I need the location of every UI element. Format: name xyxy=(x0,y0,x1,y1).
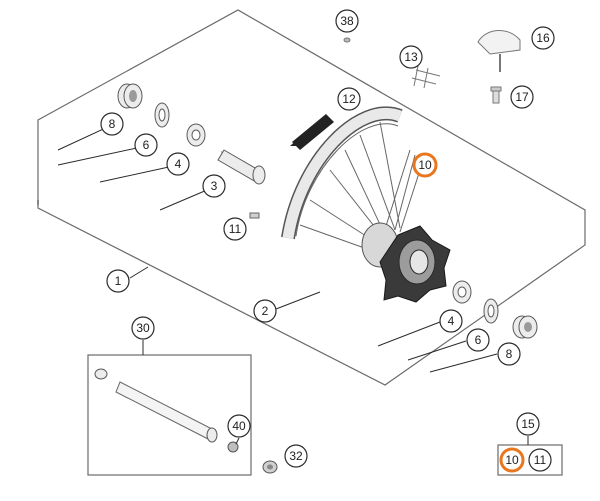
axle-kit-box xyxy=(87,354,252,476)
callout-1: 1 xyxy=(106,269,130,293)
bearing-left-top xyxy=(117,83,143,109)
callout-2: 2 xyxy=(253,299,277,323)
svg-text:8: 8 xyxy=(506,347,513,361)
svg-text:17: 17 xyxy=(515,90,529,104)
callout-12: 12 xyxy=(337,87,361,111)
mesh-part xyxy=(411,65,441,89)
callout-40: 40 xyxy=(227,414,251,438)
svg-text:11: 11 xyxy=(229,222,242,236)
svg-text:6: 6 xyxy=(143,138,150,152)
callout-13: 13 xyxy=(399,45,423,69)
bolt-part xyxy=(490,86,502,104)
screw-part xyxy=(249,212,260,219)
svg-text:8: 8 xyxy=(109,117,116,131)
spacer-sleeve xyxy=(217,149,266,185)
callout-30: 30 xyxy=(131,316,155,340)
screw-kit-box xyxy=(497,444,563,476)
svg-text:32: 32 xyxy=(289,449,303,463)
svg-text:13: 13 xyxy=(404,50,418,64)
cap-part xyxy=(343,37,351,43)
svg-text:4: 4 xyxy=(175,157,182,171)
svg-text:15: 15 xyxy=(521,417,535,431)
callout-11-kit: 11 xyxy=(528,448,552,472)
svg-text:11: 11 xyxy=(534,453,547,467)
bearing-left xyxy=(186,123,206,147)
callout-17: 17 xyxy=(510,85,534,109)
svg-text:16: 16 xyxy=(536,31,550,45)
assembly-frame xyxy=(37,9,586,386)
svg-text:40: 40 xyxy=(232,419,246,433)
wheel-hub xyxy=(361,222,451,303)
callout-6-right: 6 xyxy=(466,328,490,352)
svg-text:10: 10 xyxy=(505,453,519,467)
bearing-right xyxy=(452,280,472,304)
callout-8-left: 8 xyxy=(100,112,124,136)
callout-11: 11 xyxy=(223,217,247,241)
svg-text:12: 12 xyxy=(342,92,356,106)
callout-3: 3 xyxy=(202,174,226,198)
arrow-icon xyxy=(290,114,334,150)
callout-8-right: 8 xyxy=(497,342,521,366)
callout-4-right: 4 xyxy=(439,309,463,333)
callout-6-left: 6 xyxy=(134,133,158,157)
svg-text:10: 10 xyxy=(418,158,432,172)
svg-text:3: 3 xyxy=(211,179,218,193)
svg-text:30: 30 xyxy=(136,321,150,335)
svg-text:6: 6 xyxy=(475,333,482,347)
svg-text:2: 2 xyxy=(262,304,269,318)
axle-part xyxy=(94,368,239,453)
callout-4-left: 4 xyxy=(166,152,190,176)
bracket-part xyxy=(477,30,521,72)
svg-text:4: 4 xyxy=(448,314,455,328)
callout-15: 15 xyxy=(516,412,540,436)
svg-text:38: 38 xyxy=(340,14,354,28)
svg-text:1: 1 xyxy=(115,274,122,288)
callout-38: 38 xyxy=(335,9,359,33)
callout-16: 16 xyxy=(531,26,555,50)
callout-10-highlighted: 10 xyxy=(412,152,438,178)
nut-part xyxy=(262,460,278,474)
callout-32: 32 xyxy=(284,444,308,468)
seal-right xyxy=(483,298,499,324)
seal-left xyxy=(154,102,170,128)
callout-10-kit-highlighted: 10 xyxy=(499,447,525,473)
bearing-right-outer xyxy=(512,315,538,339)
